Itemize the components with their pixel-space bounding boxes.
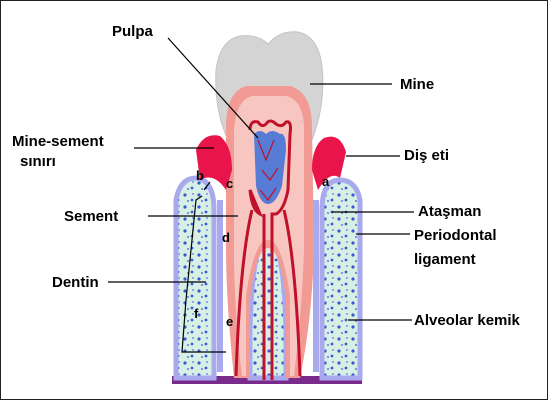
label-dis-eti: Diş eti	[404, 147, 449, 164]
marker-a: a	[322, 174, 330, 189]
label-dentin: Dentin	[52, 274, 99, 291]
label-atasman: Ataşman	[418, 203, 481, 220]
label-pulpa: Pulpa	[112, 23, 153, 40]
label-alveolar-kemik: Alveolar kemik	[414, 312, 521, 329]
marker-f: f	[194, 306, 199, 321]
marker-b: b	[196, 168, 204, 183]
marker-e: e	[226, 314, 233, 329]
label-mine-sement-line2: sınırı	[20, 153, 56, 170]
label-mine-sement: Mine-sement	[12, 133, 104, 150]
label-sement: Sement	[64, 208, 118, 225]
label-periodontal: Periodontal	[414, 227, 497, 244]
label-mine: Mine	[400, 76, 434, 93]
marker-d: d	[222, 230, 230, 245]
label-ligament: ligament	[414, 251, 476, 268]
marker-c: c	[226, 176, 233, 191]
